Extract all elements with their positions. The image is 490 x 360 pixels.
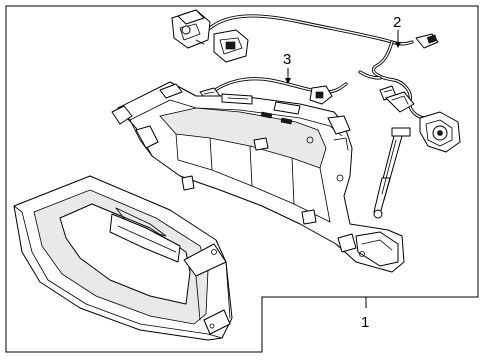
damper-strut [373, 127, 411, 219]
assembly-frame [5, 5, 479, 353]
glove-box-door [13, 175, 233, 341]
glove-box-housing [111, 81, 405, 273]
callout-3: 3 [283, 51, 291, 68]
callout-1: 1 [361, 314, 369, 331]
lamp-socket [419, 111, 461, 153]
callout-2: 2 [393, 14, 401, 31]
switch-connector [385, 91, 415, 113]
latch-switch [171, 9, 211, 49]
